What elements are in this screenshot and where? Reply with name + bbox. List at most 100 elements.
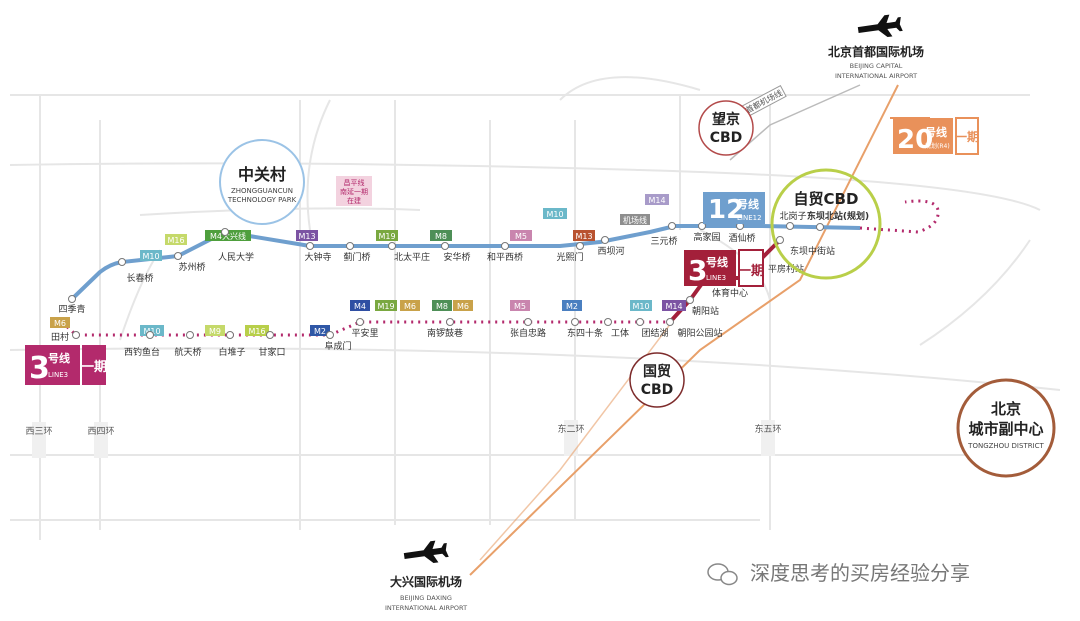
line12-transfer-badges: M16 M10 M4大兴线 M13 M19 M8 M5 M10 M13 机场线 … bbox=[140, 194, 669, 261]
svg-text:国贸: 国贸 bbox=[643, 363, 671, 380]
transfer-badge: M6 bbox=[50, 317, 70, 328]
svg-text:自贸CBD: 自贸CBD bbox=[794, 190, 859, 208]
station-marker bbox=[388, 242, 396, 250]
line3-station-labels: 田村 西钓鱼台 航天桥 白堆子 甘家口 阜成门 平安里 南锣鼓巷 张自忠路 东四… bbox=[51, 245, 835, 358]
svg-text:城市副中心: 城市副中心 bbox=[968, 420, 1043, 438]
transfer-badge: M6 bbox=[453, 300, 473, 311]
station-label: 东四十条 bbox=[567, 327, 603, 339]
svg-text:一期: 一期 bbox=[955, 129, 979, 144]
station-marker bbox=[186, 331, 194, 339]
transfer-badge: M8 bbox=[430, 230, 452, 241]
station-label: 团结湖 bbox=[641, 327, 668, 339]
svg-text:M10: M10 bbox=[632, 302, 649, 311]
transfer-badge: M4大兴线 bbox=[205, 230, 251, 241]
line12-station-markers bbox=[68, 222, 824, 303]
line3-transfer-badges: M6 M10 M9 M16 M2 M4 M19 M6 M8 M6 M5 M2 M… bbox=[50, 300, 686, 336]
station-label: 张自忠路 bbox=[510, 327, 546, 339]
station-label: 西坝河 bbox=[597, 245, 624, 257]
station-label: 阜成门 bbox=[324, 340, 351, 352]
transfer-badge: M19 bbox=[375, 300, 397, 311]
svg-text:TECHNOLOGY PARK: TECHNOLOGY PARK bbox=[227, 196, 297, 204]
transfer-badge: M19 bbox=[376, 230, 398, 241]
transfer-badge: M13 bbox=[296, 230, 318, 241]
svg-text:M19: M19 bbox=[378, 232, 395, 241]
svg-text:规划(R4): 规划(R4) bbox=[925, 142, 950, 150]
station-label: 三元桥 bbox=[650, 235, 677, 247]
svg-text:M2: M2 bbox=[566, 302, 578, 311]
ring-road-labels: 西三环 西四环 东二环 东五环 bbox=[25, 420, 782, 458]
station-marker bbox=[326, 331, 334, 339]
station-label: 北太平庄 bbox=[394, 251, 430, 263]
station-label: 朝阳站 bbox=[692, 305, 719, 317]
svg-text:INTERNATIONAL AIRPORT: INTERNATIONAL AIRPORT bbox=[385, 604, 467, 612]
station-marker bbox=[226, 331, 234, 339]
station-marker bbox=[501, 242, 509, 250]
transfer-badge: M10 bbox=[140, 325, 164, 336]
svg-text:北京首都国际机场: 北京首都国际机场 bbox=[828, 44, 924, 59]
svg-text:M9: M9 bbox=[209, 327, 221, 336]
svg-text:3: 3 bbox=[688, 254, 707, 287]
station-marker bbox=[72, 331, 80, 339]
station-label: 白堆子 bbox=[218, 346, 245, 358]
station-label: 东坝中街站 bbox=[790, 245, 835, 257]
station-label: 四季青 bbox=[58, 303, 85, 315]
line3-east-badge: 3 号线 LINE3 一期 bbox=[684, 249, 764, 287]
transfer-badge: M10 bbox=[630, 300, 652, 311]
transfer-badge: M10 bbox=[140, 250, 162, 261]
svg-text:M6: M6 bbox=[404, 302, 416, 311]
station-label: 苏州桥 bbox=[178, 261, 205, 273]
station-label: 长春桥 bbox=[126, 272, 153, 284]
svg-text:M16: M16 bbox=[248, 327, 265, 336]
station-marker bbox=[816, 223, 824, 231]
station-label: 工体 bbox=[611, 327, 629, 339]
station-marker bbox=[356, 318, 364, 326]
transfer-badge: M9 bbox=[205, 325, 225, 336]
svg-text:昌平线: 昌平线 bbox=[344, 178, 365, 187]
ring-road-dongwuhuan: 东五环 bbox=[754, 420, 782, 456]
station-label: 酒仙桥 bbox=[728, 232, 755, 244]
line12-station-labels: 四季青 长春桥 苏州桥 人民大学 大钟寺 蓟门桥 北太平庄 安华桥 和平西桥 光… bbox=[58, 210, 869, 315]
station-label: 航天桥 bbox=[174, 346, 201, 358]
line12-planned-extension bbox=[859, 199, 940, 234]
station-marker bbox=[686, 296, 694, 304]
svg-text:LINE12: LINE12 bbox=[737, 214, 762, 222]
guomao-cbd-district: 国贸 CBD bbox=[629, 352, 685, 408]
svg-text:深度思考的买房经验分享: 深度思考的买房经验分享 bbox=[750, 561, 970, 585]
svg-text:LINE3: LINE3 bbox=[706, 274, 726, 282]
transfer-badge: M4 bbox=[350, 300, 370, 311]
svg-text:LINE3: LINE3 bbox=[48, 371, 68, 379]
svg-text:INTERNATIONAL AIRPORT: INTERNATIONAL AIRPORT bbox=[835, 72, 917, 80]
station-marker bbox=[666, 318, 674, 326]
transfer-badge: M5 bbox=[510, 230, 532, 241]
svg-text:南延一期: 南延一期 bbox=[340, 187, 368, 196]
station-marker bbox=[441, 242, 449, 250]
zhongguancun-district: 中关村 ZHONGGUANCUN TECHNOLOGY PARK bbox=[219, 139, 305, 225]
svg-text:3: 3 bbox=[29, 351, 50, 386]
capital-airport: 北京首都国际机场 BEIJING CAPITAL INTERNATIONAL A… bbox=[828, 14, 924, 80]
station-label: 甘家口 bbox=[258, 346, 285, 358]
station-label: 人民大学 bbox=[218, 251, 254, 263]
svg-text:M8: M8 bbox=[436, 302, 448, 311]
svg-text:M13: M13 bbox=[575, 232, 592, 241]
station-marker bbox=[306, 242, 314, 250]
tongzhou-district: 北京 城市副中心 TONGZHOU DISTRICT bbox=[956, 378, 1056, 478]
road-network bbox=[9, 76, 1061, 540]
svg-text:M6: M6 bbox=[54, 319, 66, 328]
changping-line-note: 昌平线 南延一期 在建 bbox=[336, 176, 372, 206]
svg-text:M14: M14 bbox=[665, 302, 682, 311]
transfer-badge: M8 bbox=[432, 300, 452, 311]
daxing-airport: 大兴国际机场 BEIJING DAXING INTERNATIONAL AIRP… bbox=[385, 540, 467, 612]
line3-station-markers bbox=[72, 236, 784, 339]
svg-text:号线: 号线 bbox=[706, 255, 728, 269]
station-marker bbox=[174, 252, 182, 260]
line12-badge: 12 号线 LINE12 bbox=[703, 192, 765, 225]
line3-west-badge: 3 号线 LINE3 一期 bbox=[25, 345, 107, 386]
svg-text:M10: M10 bbox=[143, 327, 160, 336]
svg-text:20: 20 bbox=[897, 125, 933, 155]
svg-text:M2: M2 bbox=[314, 327, 326, 336]
svg-text:在建: 在建 bbox=[347, 196, 361, 205]
svg-text:M16: M16 bbox=[167, 236, 184, 245]
svg-text:M14: M14 bbox=[648, 196, 665, 205]
watermark: 深度思考的买房经验分享 bbox=[707, 561, 970, 586]
svg-text:首都机场线: 首都机场线 bbox=[744, 88, 784, 116]
